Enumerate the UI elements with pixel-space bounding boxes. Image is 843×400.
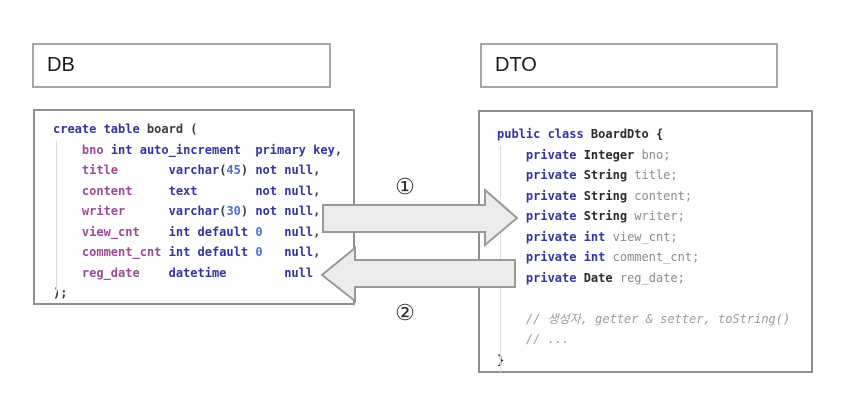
sql-code-panel: create table board ( bno int auto_increm… <box>33 109 355 305</box>
code-line: view_cnt int default 0 null, <box>81 224 321 239</box>
db-label: DB <box>47 54 75 76</box>
code-line: create table board ( <box>53 122 198 136</box>
code-line <box>497 288 811 309</box>
code-line: } <box>497 350 811 371</box>
indent-guide <box>56 141 57 293</box>
code-line: reg_date datetime null <box>81 265 314 280</box>
code-line: private int comment_cnt; <box>525 250 700 264</box>
code-line: private String title; <box>525 168 678 182</box>
arrow-dto-to-db-icon <box>320 245 516 304</box>
dto-label: DTO <box>495 54 537 76</box>
code-line: ); <box>53 286 68 300</box>
code-line: // 생성자, getter & setter, toString() <box>525 311 791 326</box>
code-line: private String content; <box>525 188 693 203</box>
code-line: // ... <box>525 332 570 346</box>
code-line: content text not null, <box>81 183 321 198</box>
code-line: private int view_cnt; <box>525 229 678 244</box>
code-line: private Date reg_date; <box>525 270 685 285</box>
code-line: writer varchar(30) not null, <box>81 204 321 218</box>
arrow-2-number-label: ② <box>395 300 415 325</box>
transfer-arrows <box>320 187 519 304</box>
arrow-db-to-dto-icon <box>322 187 519 248</box>
code-line: comment_cnt int default 0 null, <box>81 245 321 259</box>
java-code: public class BoardDto { private Integer … <box>480 112 811 370</box>
arrow-1-number-label: ① <box>395 174 415 199</box>
dto-label-box: DTO <box>480 43 778 88</box>
java-code-panel: public class BoardDto { private Integer … <box>478 110 813 373</box>
db-label-box: DB <box>32 43 331 88</box>
code-line: private Integer bno; <box>525 147 671 162</box>
code-line: bno int auto_increment primary key, <box>81 142 343 157</box>
code-line: private String writer; <box>525 209 685 223</box>
code-line: title varchar(45) not null, <box>81 163 321 177</box>
sql-code: create table board ( bno int auto_increm… <box>35 111 353 304</box>
code-line: public class BoardDto { <box>497 127 664 141</box>
